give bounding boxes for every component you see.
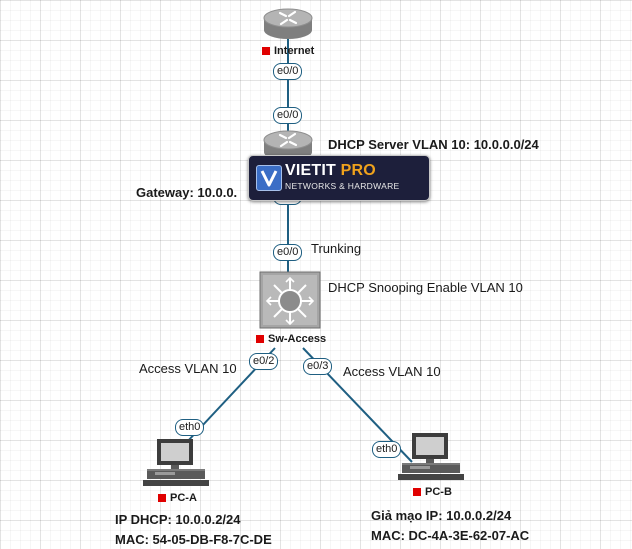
access-vlan-right-annotation: Access VLAN 10	[343, 364, 441, 379]
port-switch-e02[interactable]: e0/2	[249, 353, 279, 370]
vietit-pro-logo: VIETIT PRO NETWORKS & HARDWARE	[248, 155, 430, 201]
status-marker-icon	[413, 488, 421, 496]
status-marker-icon	[158, 494, 166, 502]
port-pc-b-eth0[interactable]: eth0	[372, 441, 402, 458]
status-marker-icon	[256, 335, 264, 343]
gateway-annotation: Gateway: 10.0.0.	[136, 185, 238, 200]
pc-b-computer-icon[interactable]	[398, 430, 464, 482]
status-marker-icon	[262, 47, 270, 55]
access-vlan-left-annotation: Access VLAN 10	[139, 361, 237, 376]
internet-label: Internet	[262, 45, 314, 57]
port-switch-e00[interactable]: e0/0	[273, 244, 303, 261]
trunking-annotation: Trunking	[311, 241, 362, 256]
pc-b-label: PC-B	[413, 486, 452, 498]
snooping-annotation: DHCP Snooping Enable VLAN 10	[328, 280, 523, 295]
internet-router-icon[interactable]	[262, 6, 314, 42]
pc-a-computer-icon[interactable]	[143, 436, 209, 488]
port-switch-e03[interactable]: e0/3	[303, 358, 333, 375]
pc-b-ip-line: Giả mạo IP: 10.0.0.2/24	[371, 508, 512, 523]
sw-access-name: Sw-Access	[268, 333, 327, 345]
pc-a-mac-line: MAC: 54-05-DB-F8-7C-DE	[115, 532, 272, 547]
logo-v-icon	[256, 165, 282, 191]
pc-a-name: PC-A	[170, 492, 197, 504]
logo-name-accent: PRO	[340, 162, 376, 179]
logo-name-main: VIETIT	[285, 162, 336, 179]
pc-b-mac-line: MAC: DC-4A-3E-62-07-AC	[371, 528, 530, 543]
internet-name: Internet	[274, 45, 315, 57]
switch-icon[interactable]	[259, 271, 321, 329]
sw-access-label: Sw-Access	[256, 333, 326, 345]
logo-tagline: NETWORKS & HARDWARE	[285, 181, 400, 191]
logo-name: VIETIT PRO	[285, 162, 376, 180]
pc-a-label: PC-A	[158, 492, 197, 504]
pc-a-ip-line: IP DHCP: 10.0.0.2/24	[115, 512, 241, 527]
pc-b-name: PC-B	[425, 486, 452, 498]
dhcp-server-annotation: DHCP Server VLAN 10: 10.0.0.0/24	[328, 137, 539, 152]
port-router-e00[interactable]: e0/0	[273, 107, 303, 124]
port-internet-e00[interactable]: e0/0	[273, 63, 303, 80]
port-pc-a-eth0[interactable]: eth0	[175, 419, 205, 436]
